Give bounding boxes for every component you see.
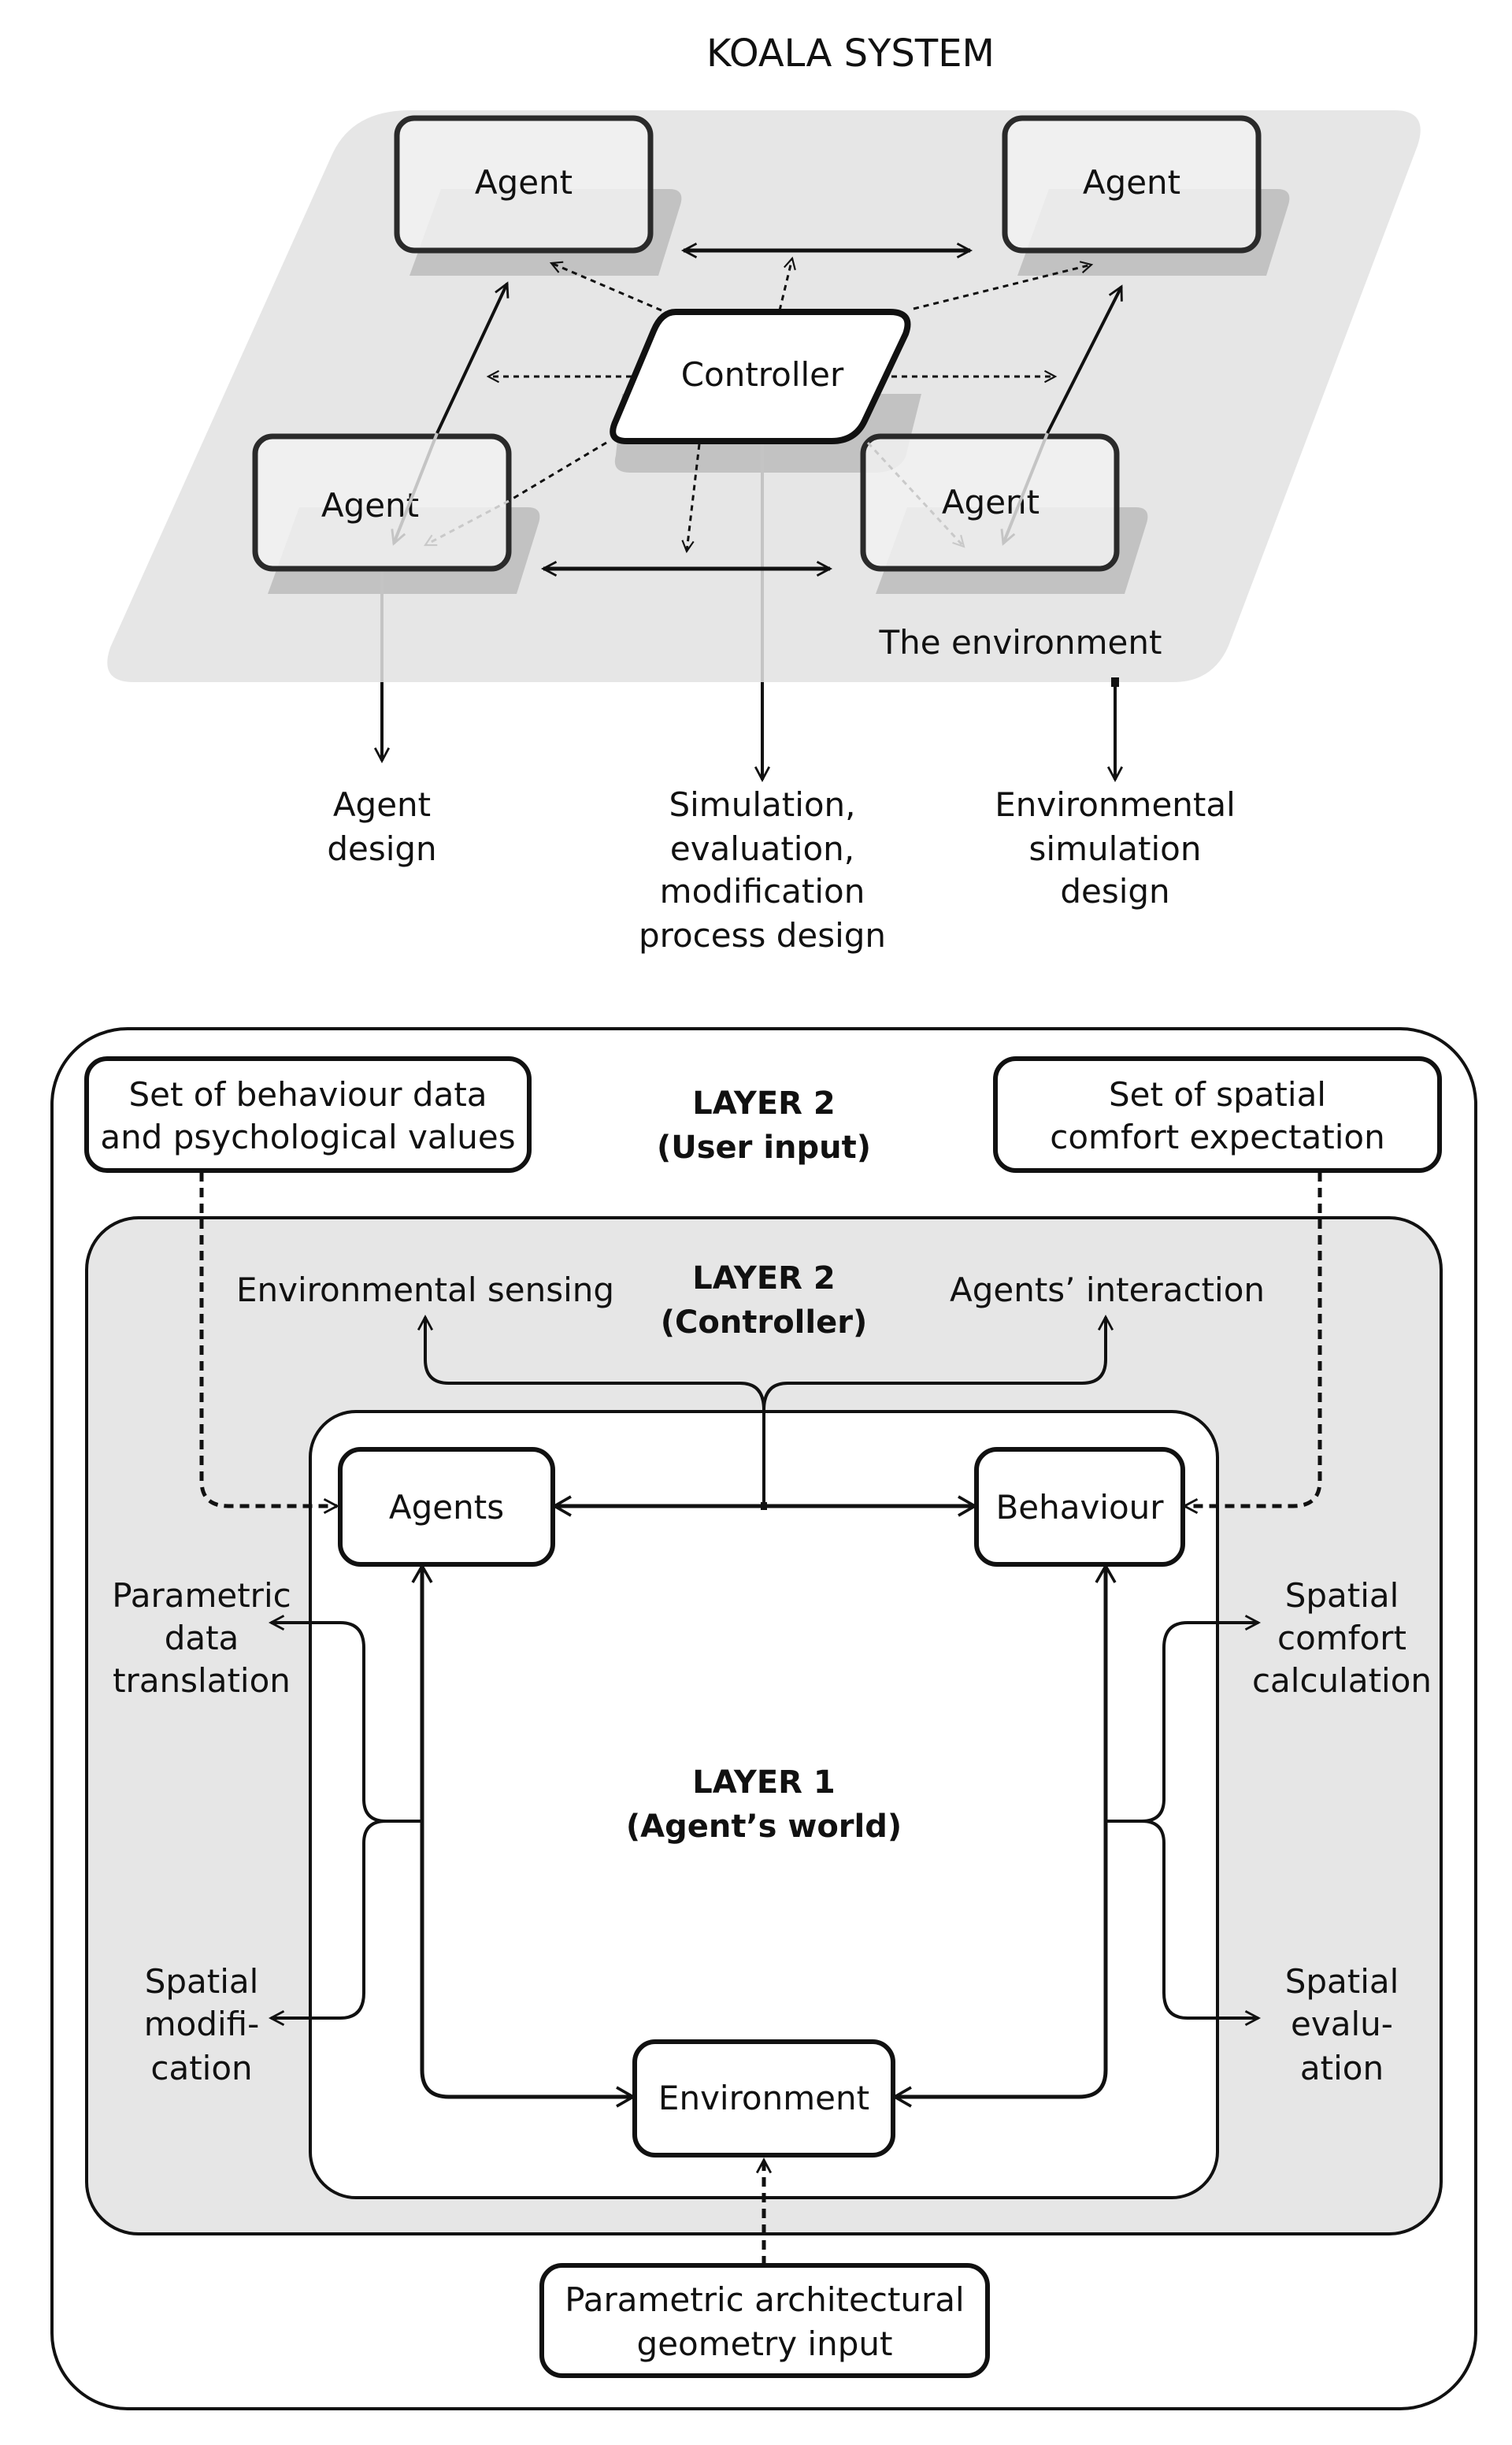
agents-interaction-label: Agents’ interaction (950, 1271, 1265, 1309)
environment-box-label: Environment (658, 2079, 869, 2117)
ctrl-arrow-bl-dark (508, 441, 607, 503)
output-line: Environmental (995, 785, 1236, 824)
layer-subtitle: (Controller) (661, 1304, 867, 1341)
environment-box: Environment (632, 2039, 895, 2157)
label-line: Spatial (145, 1962, 259, 2001)
loop-behaviour-environment (891, 1563, 1117, 2108)
label-line: translation (113, 1661, 291, 1700)
link-right-agents-up (1046, 284, 1123, 434)
agents-box: Agents (338, 1447, 555, 1567)
layer-title: LAYER 2 (692, 1085, 835, 1122)
layer-subtitle: (User input) (657, 1130, 871, 1166)
label-line: modifi- (144, 2005, 260, 2043)
layer-title: LAYER 2 (692, 1260, 835, 1297)
junction-dot (761, 1502, 767, 1510)
output-line: simulation (1029, 829, 1202, 868)
output-simulation-design: Simulation, evaluation, modification pro… (639, 785, 886, 955)
agent-box-top-left: Agent (394, 115, 654, 254)
layer2-controller-title: LAYER 2 (Controller) (661, 1260, 867, 1341)
agent-label: Agent (1083, 163, 1180, 202)
box-line: Set of behaviour data (128, 1075, 487, 1114)
agent-label: Agent (475, 163, 573, 202)
controller-box: Controller (610, 309, 911, 444)
label-spatial-modification: Spatial modifi- cation (144, 1962, 260, 2087)
label-line: evalu- (1291, 2005, 1393, 2043)
layer-title: LAYER 1 (692, 1764, 835, 1801)
environmental-sensing-label: Environmental sensing (236, 1271, 614, 1309)
branch-environmental-sensing (417, 1314, 765, 1506)
layer2-user-input-title: LAYER 2 (User input) (657, 1085, 871, 1166)
box-line: Parametric architectural (565, 2280, 964, 2319)
label-spatial-evaluation: Spatial evalu- ation (1285, 1962, 1399, 2087)
behaviour-box-label: Behaviour (995, 1488, 1164, 1527)
label-line: comfort (1277, 1619, 1406, 1657)
branch-parametric-data-translation (268, 1614, 422, 1823)
box-line: Set of spatial (1109, 1075, 1326, 1114)
label-line: data (165, 1619, 239, 1657)
label-line: Spatial (1285, 1962, 1399, 2001)
label-line: cation (150, 2049, 252, 2087)
layer-subtitle: (Agent’s world) (626, 1809, 902, 1845)
link-left-agents-down (391, 432, 439, 546)
behaviour-box: Behaviour (974, 1447, 1185, 1567)
label-parametric-data-translation: Parametric data translation (112, 1576, 291, 1700)
output-line: evaluation, (670, 829, 854, 868)
geometry-input-box: Parametric architectural geometry input (539, 2263, 990, 2378)
branch-agents-interaction (762, 1314, 1114, 1411)
link-right-agents-down (1000, 432, 1049, 546)
dashed-comfort-to-behaviour (1181, 1172, 1322, 1515)
agent-box-top-right: Agent (1002, 115, 1262, 254)
output-line: Agent (333, 785, 431, 824)
loop-agents-environment (411, 1563, 636, 2108)
output-agent-design: Agent design (327, 785, 436, 868)
diagram-title: KOALA SYSTEM (706, 32, 995, 76)
label-line: Spatial (1285, 1576, 1399, 1615)
label-line: ation (1300, 2049, 1384, 2087)
ctrl-arrow-up (778, 256, 796, 311)
ctrl-arrow-br (866, 441, 965, 548)
user-input-comfort-box: Set of spatial comfort expectation (993, 1056, 1442, 1173)
output-line: design (1060, 872, 1169, 911)
environment-label: The environment (879, 623, 1162, 662)
output-line: modification (660, 872, 865, 911)
branch-spatial-comfort-calculation (1106, 1614, 1262, 1823)
output-line: Simulation, (669, 785, 855, 824)
controller-label: Controller (681, 355, 844, 394)
agent-box-bottom-left: Agent (252, 433, 512, 572)
box-line: and psychological values (100, 1118, 515, 1156)
output-line: design (327, 829, 436, 868)
agents-box-label: Agents (389, 1488, 504, 1527)
branch-spatial-evaluation (1141, 1820, 1262, 2027)
user-input-behaviour-box: Set of behaviour data and psychological … (84, 1056, 532, 1173)
agent-box-bottom-right: Agent (860, 433, 1120, 572)
label-spatial-comfort-calculation: Spatial comfort calculation (1252, 1576, 1432, 1700)
label-line: Parametric (112, 1576, 291, 1615)
ctrl-arrow-down (681, 443, 701, 554)
label-line: calculation (1252, 1661, 1432, 1700)
box-line: comfort expectation (1050, 1118, 1384, 1156)
output-stub (1111, 677, 1119, 687)
ctrl-arrow-bl-faint (423, 499, 510, 547)
dashed-behaviour-data-to-agents (199, 1172, 340, 1515)
layer1-title: LAYER 1 (Agent’s world) (626, 1764, 902, 1845)
box-line: geometry input (637, 2324, 893, 2363)
output-environmental-design: Environmental simulation design (995, 785, 1236, 911)
branch-spatial-modification (268, 1820, 387, 2027)
output-line: process design (639, 916, 886, 955)
link-left-agents-up (435, 281, 510, 434)
